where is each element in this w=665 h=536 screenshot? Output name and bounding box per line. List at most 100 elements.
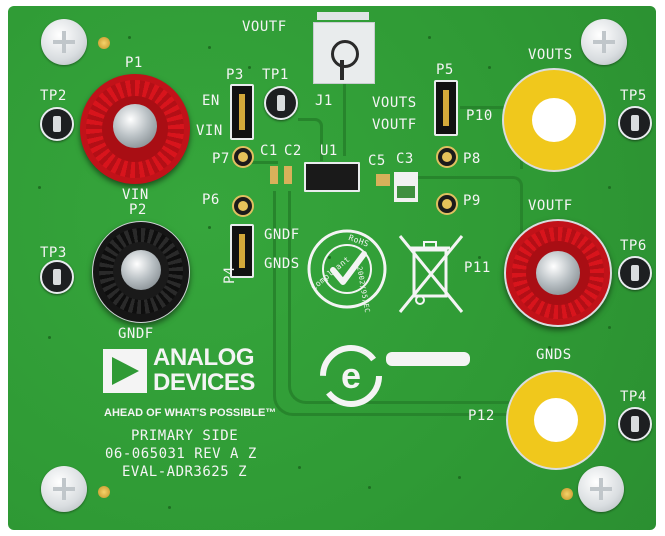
mounting-screw <box>581 19 627 65</box>
p10-vouts-post[interactable] <box>502 68 606 172</box>
tp6-label: TP6 <box>620 238 647 254</box>
tp1-label: TP1 <box>262 67 289 83</box>
gndf-bottom-label: GNDF <box>118 326 154 342</box>
gnds-jumper-label: GNDS <box>264 256 300 272</box>
tp3-label: TP3 <box>40 245 67 261</box>
via <box>248 66 251 69</box>
tp5-test-point[interactable] <box>618 106 652 140</box>
board-name-text: EVAL-ADR3625 Z <box>122 464 248 480</box>
c3-label: C3 <box>396 151 414 167</box>
via <box>128 36 131 39</box>
tp3-test-point[interactable] <box>40 260 74 294</box>
rohs-logo: Compliant RoHS 2002/95/EC <box>306 228 388 314</box>
tp2-label: TP2 <box>40 88 67 104</box>
p4-label: P4 <box>222 266 238 284</box>
brand-name-line2: DEVICES <box>153 369 255 396</box>
p12-label: P12 <box>468 408 495 424</box>
gold-pad <box>98 37 110 49</box>
e-recycling-logo: e <box>318 342 478 412</box>
trace <box>273 191 316 416</box>
tp4-test-point[interactable] <box>618 407 652 441</box>
c1-label: C1 <box>260 143 278 159</box>
p6-pad[interactable] <box>232 195 254 217</box>
vin-label: VIN <box>122 187 149 203</box>
tp4-label: TP4 <box>620 389 647 405</box>
trace <box>313 413 513 419</box>
voutf-post-label: VOUTF <box>528 198 573 214</box>
board-side-text: PRIMARY SIDE <box>131 428 239 444</box>
via <box>328 256 331 259</box>
mounting-screw <box>41 466 87 512</box>
analog-devices-logo: ANALOG DEVICES <box>103 344 283 399</box>
c3-capacitor <box>394 172 418 202</box>
p9-label: P9 <box>463 193 481 209</box>
j1-label: J1 <box>315 93 333 109</box>
p3-jumper[interactable] <box>230 84 254 140</box>
tp2-test-point[interactable] <box>40 107 74 141</box>
en-label: EN <box>202 93 220 109</box>
via <box>548 346 551 349</box>
p6-label: P6 <box>202 192 220 208</box>
p7-label: P7 <box>212 151 230 167</box>
trace <box>343 76 349 156</box>
p5-label: P5 <box>436 62 454 78</box>
gold-pad <box>98 486 110 498</box>
p7-pad[interactable] <box>232 146 254 168</box>
u1-chip <box>304 162 360 192</box>
p8-label: P8 <box>463 151 481 167</box>
mounting-screw <box>578 466 624 512</box>
gndf-jumper-label: GNDF <box>264 227 300 243</box>
via <box>38 186 41 189</box>
p2-label: P2 <box>129 202 147 218</box>
tp1-test-point[interactable] <box>264 86 298 120</box>
c2-label: C2 <box>284 143 302 159</box>
tp6-test-point[interactable] <box>618 256 652 290</box>
p12-gnds-post[interactable] <box>506 370 606 470</box>
adi-triangle-icon <box>103 349 147 393</box>
c5-label: C5 <box>368 153 386 169</box>
pcb-board: VOUTF J1 P1 VIN P2 GNDF TP2 TP3 P3 EN VI… <box>8 6 656 530</box>
via <box>488 66 491 69</box>
board-revision-text: 06-065031 REV A Z <box>105 446 257 462</box>
gold-pad <box>561 488 573 500</box>
trace <box>288 191 321 404</box>
trace <box>248 161 278 167</box>
brand-name-line1: ANALOG <box>153 344 255 371</box>
vouts-post-label: VOUTS <box>528 47 573 63</box>
c5-capacitor <box>376 174 390 186</box>
brand-tagline: AHEAD OF WHAT'S POSSIBLE™ <box>104 407 277 419</box>
via <box>208 46 211 49</box>
via <box>208 226 211 229</box>
via <box>48 336 51 339</box>
j1-connector[interactable] <box>313 12 375 84</box>
via <box>298 466 301 469</box>
weee-bin-icon <box>396 232 466 318</box>
voutf-top-label: VOUTF <box>242 19 287 35</box>
p11-voutf-binding-post[interactable] <box>504 219 612 327</box>
p11-label: P11 <box>464 260 491 276</box>
p1-label: P1 <box>125 55 143 71</box>
p3-label: P3 <box>226 67 244 83</box>
mounting-screw <box>41 19 87 65</box>
via <box>168 506 171 509</box>
trace <box>298 118 323 161</box>
via <box>608 326 611 329</box>
via <box>458 476 461 479</box>
p2-gndf-binding-post[interactable] <box>92 221 190 323</box>
vin-jumper-label: VIN <box>196 123 223 139</box>
p9-pad[interactable] <box>436 193 458 215</box>
u1-label: U1 <box>320 143 338 159</box>
gnds-post-label: GNDS <box>536 347 572 363</box>
trace <box>318 401 518 407</box>
via <box>368 486 371 489</box>
tp5-label: TP5 <box>620 88 647 104</box>
voutf-jumper-label: VOUTF <box>372 117 417 133</box>
via <box>608 186 611 189</box>
p4-jumper[interactable] <box>230 224 254 278</box>
p1-vin-binding-post[interactable] <box>80 74 190 184</box>
vouts-jumper-label: VOUTS <box>372 95 417 111</box>
p5-jumper[interactable] <box>434 80 458 136</box>
p8-pad[interactable] <box>436 146 458 168</box>
c2-capacitor <box>284 166 292 184</box>
via <box>428 36 431 39</box>
